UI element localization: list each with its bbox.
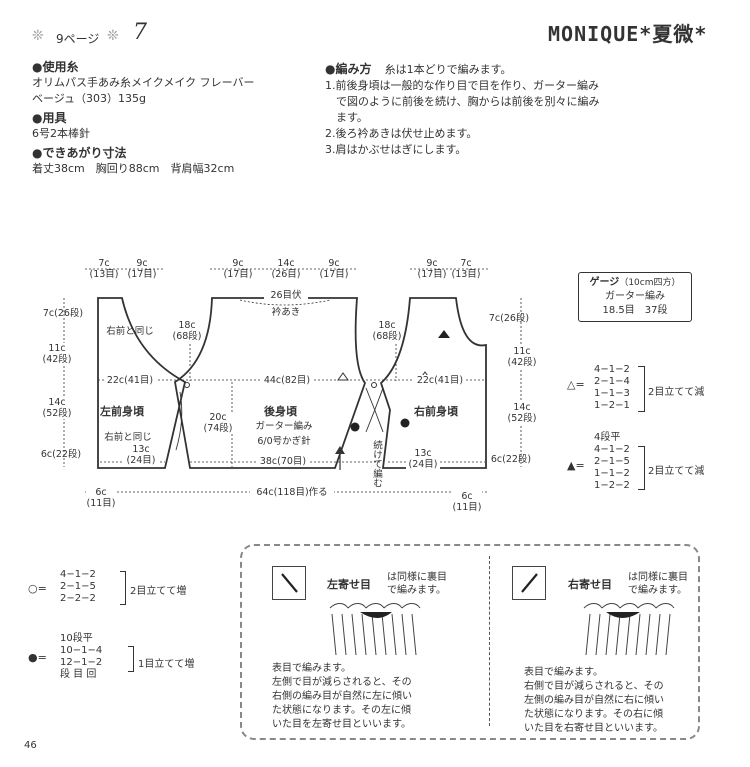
- hook-label: 6/0号かぎ針: [257, 436, 311, 447]
- method-intro: 糸は1本どりで編みます。: [384, 63, 512, 76]
- pattern-number: 7: [133, 20, 147, 45]
- flower-icon: ❊: [107, 28, 119, 44]
- yarn-title: ●使用糸: [32, 60, 79, 74]
- open-circle-icon: ○=: [28, 582, 47, 595]
- bind-off-label: 26目伏: [264, 290, 308, 301]
- size-title: ●できあがり寸法: [32, 146, 127, 160]
- left-front-label: 左前身頃: [100, 405, 144, 418]
- dim-label: 64c(118目)作る: [250, 487, 334, 498]
- dim-label: 14c (52段): [42, 397, 72, 419]
- yarn-line1: オリムパス手あみ糸メイクメイク フレーバー: [32, 76, 255, 89]
- filled-circle-marker: [400, 418, 410, 428]
- decrease-note: 2目立てて減: [648, 466, 705, 477]
- dim-label: 6c (11目): [452, 491, 482, 513]
- dim-label: 9c (17目): [417, 258, 447, 280]
- method-step: ます。: [325, 111, 368, 124]
- technique-frame: [240, 544, 700, 740]
- dim-label: 9c (17目): [223, 258, 253, 280]
- same-as-right-label: 右前と同じ: [106, 326, 154, 337]
- back-label: 後身頃: [264, 405, 297, 418]
- gauge-title: ゲージ: [589, 277, 620, 288]
- method-step: 2.後ろ衿あきは伏せ止めます。: [325, 127, 478, 140]
- dim-label: 13c (24目): [406, 448, 440, 470]
- dim-label: 7c(26段): [42, 308, 84, 319]
- tools-title: ●用具: [32, 111, 67, 125]
- open-triangle-marker: [337, 372, 349, 381]
- tools-value: 6号2本棒針: [32, 127, 90, 140]
- dim-label: 22c(41目): [414, 375, 466, 386]
- method-step: 3.肩はかぶせはぎにします。: [325, 143, 467, 156]
- dim-label: 18c (68段): [372, 320, 402, 342]
- right-decrease-title: 右寄せ目: [568, 578, 612, 591]
- dim-label: 14c (26目): [271, 258, 301, 280]
- dim-label: 11c (42段): [507, 346, 537, 368]
- dim-label: 44c(82目): [262, 375, 312, 386]
- continue-label: 続けて編む: [371, 440, 382, 488]
- dim-label: 9c (17目): [127, 258, 157, 280]
- dim-label: 7c(26段): [488, 313, 530, 324]
- right-front-label: 右前身頃: [414, 405, 458, 418]
- increase-note: 2目立てて増: [130, 586, 187, 597]
- filled-triangle-marker: [438, 330, 450, 338]
- left-front-outline: [97, 297, 187, 469]
- decrease-rows: 4段平 4−1−2 2−1−5 1−1−2 1−2−2: [594, 432, 630, 491]
- yarn-line2: ベージュ（303）135g: [32, 92, 146, 105]
- right-decrease-note: は同様に裏目 で編みます。: [628, 572, 688, 596]
- method-title: ●編み方: [325, 62, 372, 76]
- dim-label: 13c (24目): [124, 444, 158, 466]
- dim-label: 38c(70目): [256, 456, 310, 467]
- dim-label: 6c (11目): [86, 487, 116, 509]
- dim-label: 22c(41目): [104, 375, 156, 386]
- decrease-rows: 4−1−2 2−1−4 1−1−3 1−2−1: [594, 364, 630, 411]
- dim-label: 18c (68段): [172, 320, 202, 342]
- neck-label: 衿あき: [271, 307, 301, 318]
- gauge-line: 18.5目 37段: [602, 305, 668, 316]
- gauge-unit: （10cm四方）: [619, 278, 681, 288]
- left-decrease-title: 左寄せ目: [327, 578, 371, 591]
- knit-swatch-right: [583, 603, 675, 656]
- flower-icon: ❊: [32, 28, 44, 44]
- same-as-right-label: 右前と同じ: [104, 432, 152, 443]
- open-triangle-icon: △=: [567, 378, 585, 391]
- left-decrease-note: は同様に裏目 で編みます。: [387, 572, 447, 596]
- filled-triangle-icon: ▲=: [567, 459, 585, 472]
- dim-label: 7c (13目): [451, 258, 481, 280]
- left-decrease-icon: [272, 566, 306, 600]
- method: ●編み方 糸は1本どりで編みます。 1.前後身頃は一般的な作り目で目を作り、ガー…: [325, 58, 635, 158]
- watermark: MONIQUE*夏微*: [548, 22, 708, 46]
- increase-note: 1目立てて増: [138, 659, 195, 670]
- dim-label: 7c (13目): [89, 258, 119, 280]
- garter-label: ガーター編み: [255, 421, 313, 432]
- dim-label: 6c(22段): [490, 454, 532, 465]
- page-number: 46: [24, 740, 37, 751]
- gauge-box: ゲージ（10cm四方） ガーター編み 18.5目 37段: [578, 272, 692, 322]
- dim-label: 6c(22段): [40, 449, 82, 460]
- back-outline: [174, 297, 367, 469]
- decrease-note: 2目立てて減: [648, 387, 705, 398]
- knit-swatch-left: [329, 603, 421, 656]
- right-decrease-desc: 表目で編みます。 右側で目が減らされると、その 左側の編み目が自然に右に傾い た…: [524, 667, 664, 734]
- filled-circle-icon: ●=: [28, 651, 47, 664]
- gauge-line: ガーター編み: [605, 291, 665, 302]
- increase-rows: 4−1−2 2−1−5 2−2−2: [60, 569, 96, 604]
- size-value: 着丈38cm 胸回り88cm 背肩幅32cm: [32, 162, 235, 175]
- dim-label: 14c (52段): [507, 402, 537, 424]
- method-step: 1.前後身頃は一般的な作り目で目を作り、ガーター編み: [325, 79, 600, 92]
- page-ref: 9ページ: [56, 32, 100, 46]
- filled-circle-marker: [350, 422, 360, 432]
- arrow-up-icon: [335, 446, 345, 454]
- dim-label: 9c (17目): [319, 258, 349, 280]
- dim-label: 11c (42段): [42, 343, 72, 365]
- method-step: で図のように前後を続け、胸からは前後を別々に編み: [325, 95, 600, 108]
- right-decrease-icon: [512, 566, 546, 600]
- dim-label: 20c (74段): [203, 412, 233, 434]
- increase-rows: 10段平 10−1−4 12−1−2 段 目 回: [60, 633, 103, 680]
- specs: ●使用糸 オリムパス手あみ糸メイクメイク フレーバー ベージュ（303）135g…: [32, 58, 302, 177]
- left-decrease-desc: 表目で編みます。 左側で目が減らされると、その 右側の編み目が自然に左に傾い た…: [272, 663, 412, 730]
